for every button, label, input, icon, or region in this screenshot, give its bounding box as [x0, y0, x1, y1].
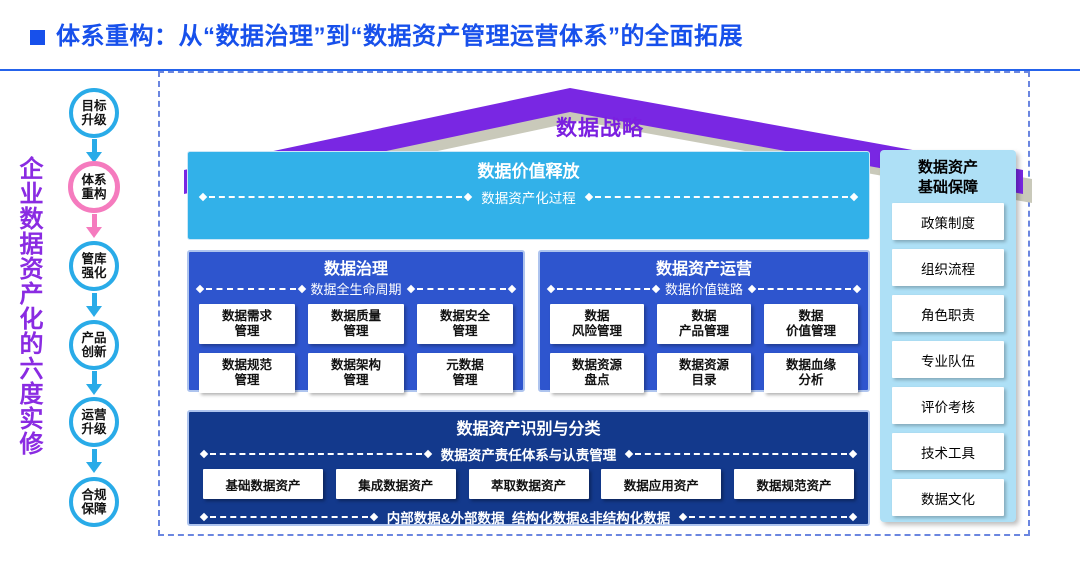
operations-item: 数据风险管理	[550, 304, 644, 344]
asset-type-item: 数据应用资产	[601, 469, 722, 499]
flow-step-label: 体系重构	[81, 173, 107, 201]
asset-type-item: 数据规范资产	[734, 469, 854, 499]
identification-subtitle: 数据资产责任体系与认责管理	[440, 448, 617, 463]
page-title: 体系重构：从“数据治理”到“数据资产管理运营体系”的全面拓展	[56, 23, 743, 50]
governance-item: 数据架构管理	[308, 353, 404, 393]
flow-arrow-icon	[86, 214, 102, 238]
content-frame	[158, 71, 1030, 536]
support-item: 技术工具	[892, 433, 1004, 470]
banner-title: 数据价值释放	[477, 162, 580, 181]
flow-step-4: 产品创新	[69, 320, 119, 370]
operations-item: 数据资源目录	[657, 353, 751, 393]
roof-label: 数据战略	[556, 117, 644, 140]
identification-title: 数据资产识别与分类	[456, 421, 601, 438]
dashed-connector	[584, 192, 859, 202]
flow-arrow-icon	[86, 139, 102, 163]
governance-item: 数据安全管理	[417, 304, 513, 344]
governance-title: 数据治理	[323, 261, 388, 278]
operations-item: 数据资源盘点	[550, 353, 644, 393]
dashed-connector	[747, 284, 862, 293]
support-item: 评价考核	[892, 387, 1004, 424]
operations-item: 数据血缘分析	[764, 353, 858, 393]
flow-step-5: 运营升级	[69, 397, 119, 447]
governance-item: 数据质量管理	[308, 304, 404, 344]
dashed-connector	[199, 449, 432, 459]
flow-step-label: 运营升级	[81, 408, 107, 436]
support-item: 数据文化	[892, 479, 1004, 516]
asset-type-item: 萃取数据资产	[468, 469, 589, 499]
dashed-connector	[195, 284, 306, 293]
flow-step-label: 产品创新	[81, 331, 107, 359]
title-divider-line	[0, 69, 1080, 71]
vertical-caption: 企业数据资产化的六度实修	[15, 156, 42, 456]
operations-subtitle: 数据价值链路	[665, 282, 744, 297]
governance-item: 数据规范管理	[199, 353, 295, 393]
dashed-connector	[546, 284, 661, 293]
title-bullet-icon	[30, 30, 45, 45]
governance-item: 数据需求管理	[199, 304, 295, 344]
flow-arrow-icon	[86, 293, 102, 317]
support-item: 角色职责	[892, 295, 1004, 332]
dashed-connector	[198, 192, 473, 202]
governance-panel: 数据治理 数据全生命周期 数据需求管理 数据质量管理 数据安全管理 数据规范管理…	[187, 250, 525, 393]
flow-arrow-icon	[86, 449, 102, 473]
support-item: 政策制度	[892, 203, 1004, 240]
asset-type-item: 基础数据资产	[203, 469, 323, 499]
support-column: 数据资产基础保障 政策制度 组织流程 角色职责 专业队伍 评价考核 技术工具 数…	[880, 150, 1016, 522]
support-item: 专业队伍	[892, 341, 1004, 378]
identification-panel: 数据资产识别与分类 数据资产责任体系与认责管理 基础数据资产 集成数据资产 萃取…	[187, 410, 870, 526]
operations-item: 数据产品管理	[657, 304, 751, 344]
flow-step-2: 体系重构	[68, 161, 120, 213]
flow-step-1: 目标升级	[69, 88, 119, 138]
flow-arrow-icon	[86, 371, 102, 395]
operations-panel: 数据资产运营 数据价值链路 数据风险管理 数据产品管理 数据价值管理 数据资源盘…	[538, 250, 870, 393]
flow-step-3: 管库强化	[69, 241, 119, 291]
dashed-connector	[199, 512, 378, 522]
flow-step-6: 合规保障	[69, 477, 119, 527]
dashed-connector	[406, 284, 517, 293]
roof-chevron	[184, 88, 1032, 203]
identification-footer: 内部数据&外部数据 结构化数据&非结构化数据	[386, 511, 671, 526]
governance-subtitle: 数据全生命周期	[310, 282, 402, 297]
operations-title: 数据资产运营	[655, 261, 752, 278]
flow-step-label: 合规保障	[81, 488, 107, 516]
operations-item: 数据价值管理	[764, 304, 858, 344]
banner-subtitle: 数据资产化过程	[481, 191, 576, 206]
asset-type-item: 集成数据资产	[335, 469, 456, 499]
dashed-connector	[625, 449, 858, 459]
value-release-banner: 数据价值释放 数据资产化过程	[187, 151, 870, 240]
support-title: 数据资产基础保障	[917, 159, 978, 196]
support-item: 组织流程	[892, 249, 1004, 286]
dashed-connector	[679, 512, 858, 522]
governance-item: 元数据管理	[417, 353, 513, 393]
flow-step-label: 目标升级	[81, 99, 107, 127]
flow-step-label: 管库强化	[81, 252, 107, 280]
